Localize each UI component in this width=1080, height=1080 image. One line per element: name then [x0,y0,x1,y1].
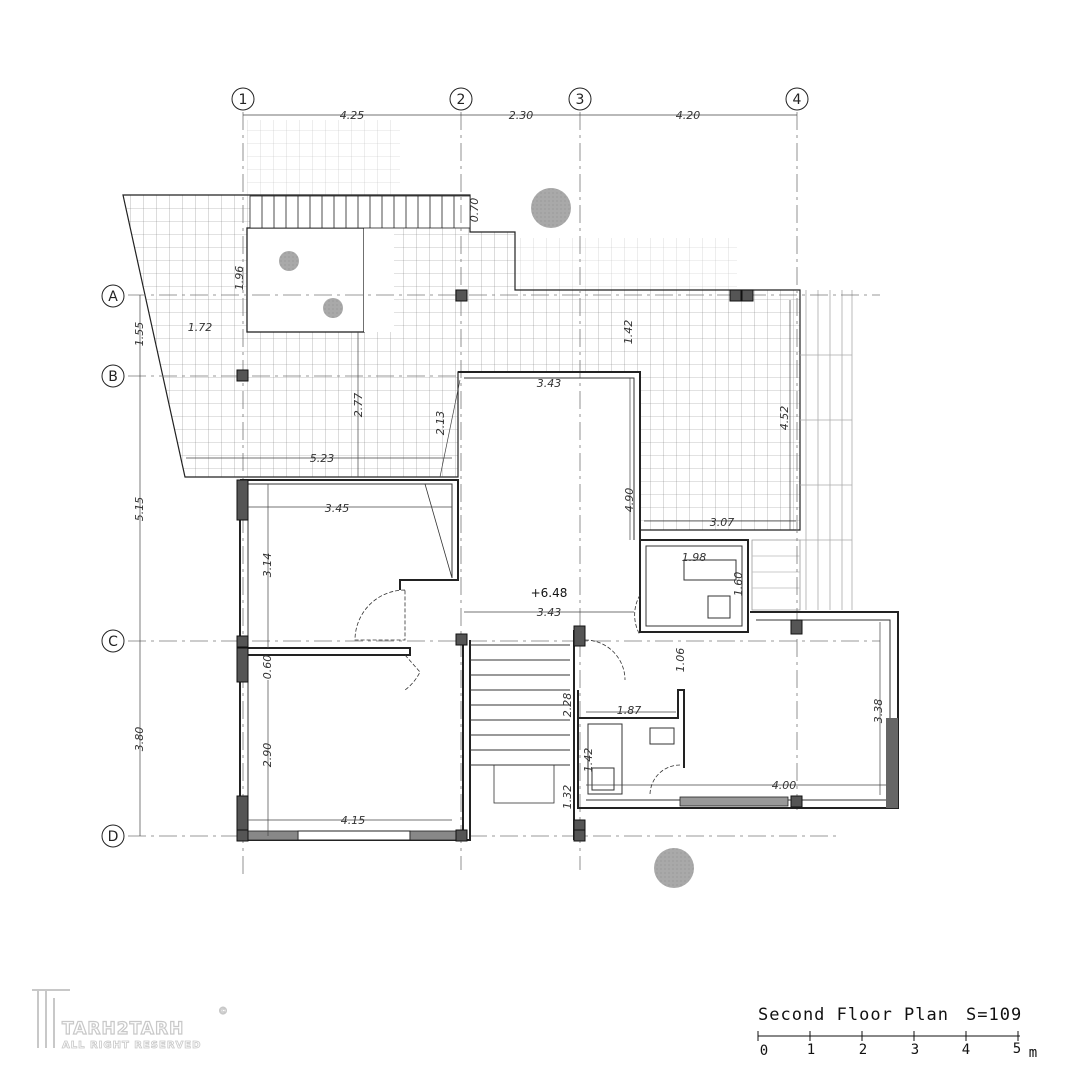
drawing-title: Second Floor Plan [758,1005,949,1025]
dim-bath2-width: 1.87 [617,704,642,717]
axis-bubble-c: C [101,629,125,653]
logo-name: TARH2TARH [62,1019,184,1039]
dim-top-3-4: 4.20 [676,109,701,122]
axis-bubble-b: B [101,364,125,388]
trees [279,188,694,888]
dimension-labels: 4.25 2.30 4.20 1.55 5.15 3.80 0.70 1.96 … [133,109,885,827]
dim-void-height: 1.96 [233,266,246,291]
scale-tick-1: 1 [807,1042,815,1058]
svg-text:C: C [108,634,118,650]
logo-tagline: ALL RIGHT RESERVED [62,1040,201,1051]
axis-bubble-a: A [101,284,125,308]
svg-text:2: 2 [457,92,466,108]
dim-bath2-stair: 2.28 [561,693,574,718]
svg-text:3: 3 [576,92,585,108]
dim-door-gap: 1.06 [674,648,687,673]
scale-tick-5: 5 [1013,1041,1021,1057]
dim-terrace-right-depth: 1.42 [622,320,635,345]
scale-unit: m [1029,1045,1037,1061]
dim-room1-depth: 3.14 [261,553,274,578]
dim-room1-width: 3.45 [325,502,350,515]
scale-tick-4: 4 [962,1042,970,1058]
axis-bubble-4: 4 [785,87,809,111]
terrace-tiles [122,120,801,531]
dim-terrace-right-height: 4.52 [778,406,791,431]
svg-text:B: B [108,369,118,385]
dim-bath2-lower: 1.32 [561,785,574,810]
svg-text:D: D [108,829,119,845]
dim-terrace-depth: 2.77 [352,393,365,418]
dim-bath2-depth: 1.42 [582,748,595,773]
side-steps [751,290,853,611]
columns [236,289,803,842]
dim-room3-width: 4.00 [772,779,797,792]
axis-bubble-1: 1 [231,87,255,111]
dim-stair-top: 0.70 [468,198,481,223]
watermark-logo: TARH2TARH © ALL RIGHT RESERVED [32,989,229,1051]
scale-tick-2: 2 [859,1042,867,1058]
title-block: Second Floor Plan S=109 [758,1005,1022,1025]
svg-text:A: A [108,289,118,305]
dim-room2-width: 4.15 [341,814,366,827]
logo-pillar-icon [32,989,70,1048]
dim-bath1-width: 1.98 [682,551,707,564]
dim-hall-bottom: 3.43 [537,606,562,619]
dimension-lines [139,114,886,836]
dim-left-c-d: 3.80 [133,727,146,752]
dim-room3-depth: 3.38 [872,699,885,724]
dim-corridor: 0.60 [261,655,274,680]
dim-left-a-b: 1.55 [133,322,146,347]
dim-terrace-step: 2.13 [434,411,447,436]
axis-bubble-3: 3 [568,87,592,111]
dim-terrace-right-width: 3.07 [710,516,735,529]
dim-room2-depth: 2.90 [261,743,274,768]
logo-copyright: © [218,1006,229,1017]
dim-hall-top: 3.43 [537,377,562,390]
dim-top-2-3: 2.30 [509,109,534,122]
scale-tick-3: 3 [911,1042,919,1058]
axis-bubble-d: D [101,824,125,848]
drawing-scale: S=109 [966,1005,1022,1025]
dim-top-1-2: 4.25 [340,109,365,122]
dim-void-offset: 1.72 [188,321,213,334]
scale-bar: 0 1 2 3 4 5 m [757,1031,1037,1061]
dim-terrace-width: 5.23 [310,452,335,465]
scale-tick-0: 0 [760,1043,768,1059]
dim-left-b-c: 5.15 [133,497,146,522]
axis-bubble-2: 2 [449,87,473,111]
floor-elevation: +6.48 [531,586,568,600]
dim-bath1-depth: 1.60 [732,572,745,597]
svg-text:1: 1 [239,92,248,108]
terrace-stair [249,195,471,229]
svg-text:4: 4 [793,92,802,108]
dim-hall-height: 4.90 [623,488,636,513]
